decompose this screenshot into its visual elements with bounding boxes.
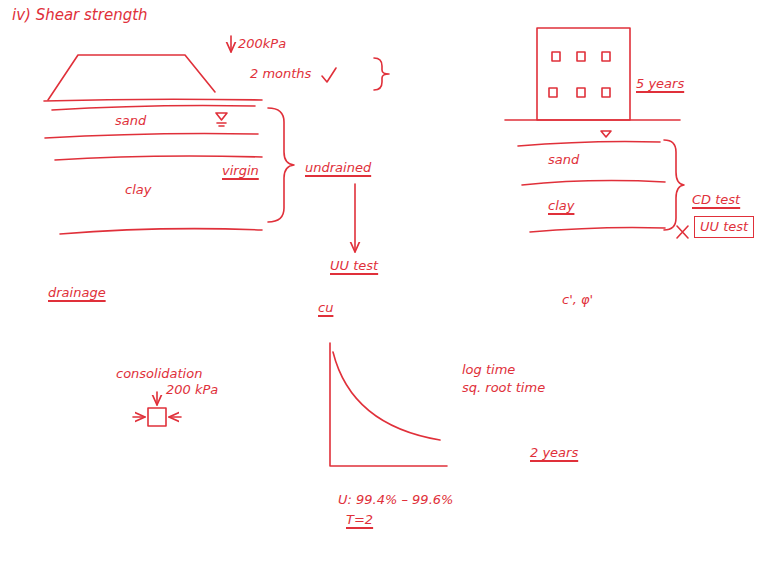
down-arrow [354, 184, 356, 252]
sketch-label: 200 kPa [166, 382, 218, 398]
sketch-label: consolidation [116, 366, 202, 382]
sketch-label: CD test [692, 192, 740, 208]
water-table-symbol [216, 113, 227, 120]
building [537, 28, 630, 120]
sketch-label: undrained [305, 160, 371, 176]
layer-line [55, 156, 262, 160]
box-text: UU test [700, 219, 748, 235]
brace [268, 108, 294, 222]
sketch-label: sand [115, 113, 146, 129]
embankment-outline [48, 55, 215, 100]
cross-mark [677, 226, 688, 238]
sketch-label: U: 99.4% – 99.6% [338, 492, 453, 508]
sketch-label: T=2 [346, 512, 373, 528]
window [549, 88, 557, 97]
sketch-label: virgin [222, 163, 259, 179]
confining-arrow [133, 416, 145, 418]
layer-line [518, 142, 660, 147]
sketch-label: 5 years [636, 76, 684, 92]
consolidation-curve [333, 352, 440, 440]
confining-arrow [169, 416, 181, 418]
brace [374, 58, 389, 90]
layer-line [530, 228, 665, 233]
plot-axes [330, 343, 447, 466]
layer-line [522, 181, 665, 185]
check-mark [322, 68, 336, 82]
brace [664, 140, 684, 230]
sketch-label: 2 months [250, 66, 311, 82]
sketch-label: clay [125, 182, 151, 198]
sketch-label: clay [548, 198, 574, 214]
layer-line [52, 106, 255, 111]
sketch-label: cu [318, 300, 333, 316]
sketch-label: 200kPa [238, 36, 286, 52]
boxed-note: UU test [694, 216, 754, 238]
window [577, 52, 585, 61]
load-arrow [156, 392, 158, 405]
ground-line [505, 119, 680, 121]
sketch-label: sq. root time [462, 380, 545, 396]
layer-line [45, 134, 258, 139]
ground-line [44, 99, 262, 101]
sketch-label: UU test [330, 258, 378, 274]
sketch-label: drainage [48, 285, 106, 301]
window [577, 88, 585, 97]
window [552, 52, 560, 61]
sketch-label: log time [462, 362, 515, 378]
water-table-symbol [601, 131, 611, 137]
sketch-label: c', φ' [562, 292, 593, 308]
sketch-label: sand [548, 152, 579, 168]
sketch-label: 2 years [530, 445, 578, 461]
soil-sample [148, 408, 166, 426]
window [602, 88, 610, 97]
load-arrow [230, 36, 232, 52]
water-table-symbol [217, 123, 226, 126]
layer-line [60, 229, 262, 234]
sheet-title: iv) Shear strength [12, 6, 148, 24]
window [602, 52, 610, 61]
